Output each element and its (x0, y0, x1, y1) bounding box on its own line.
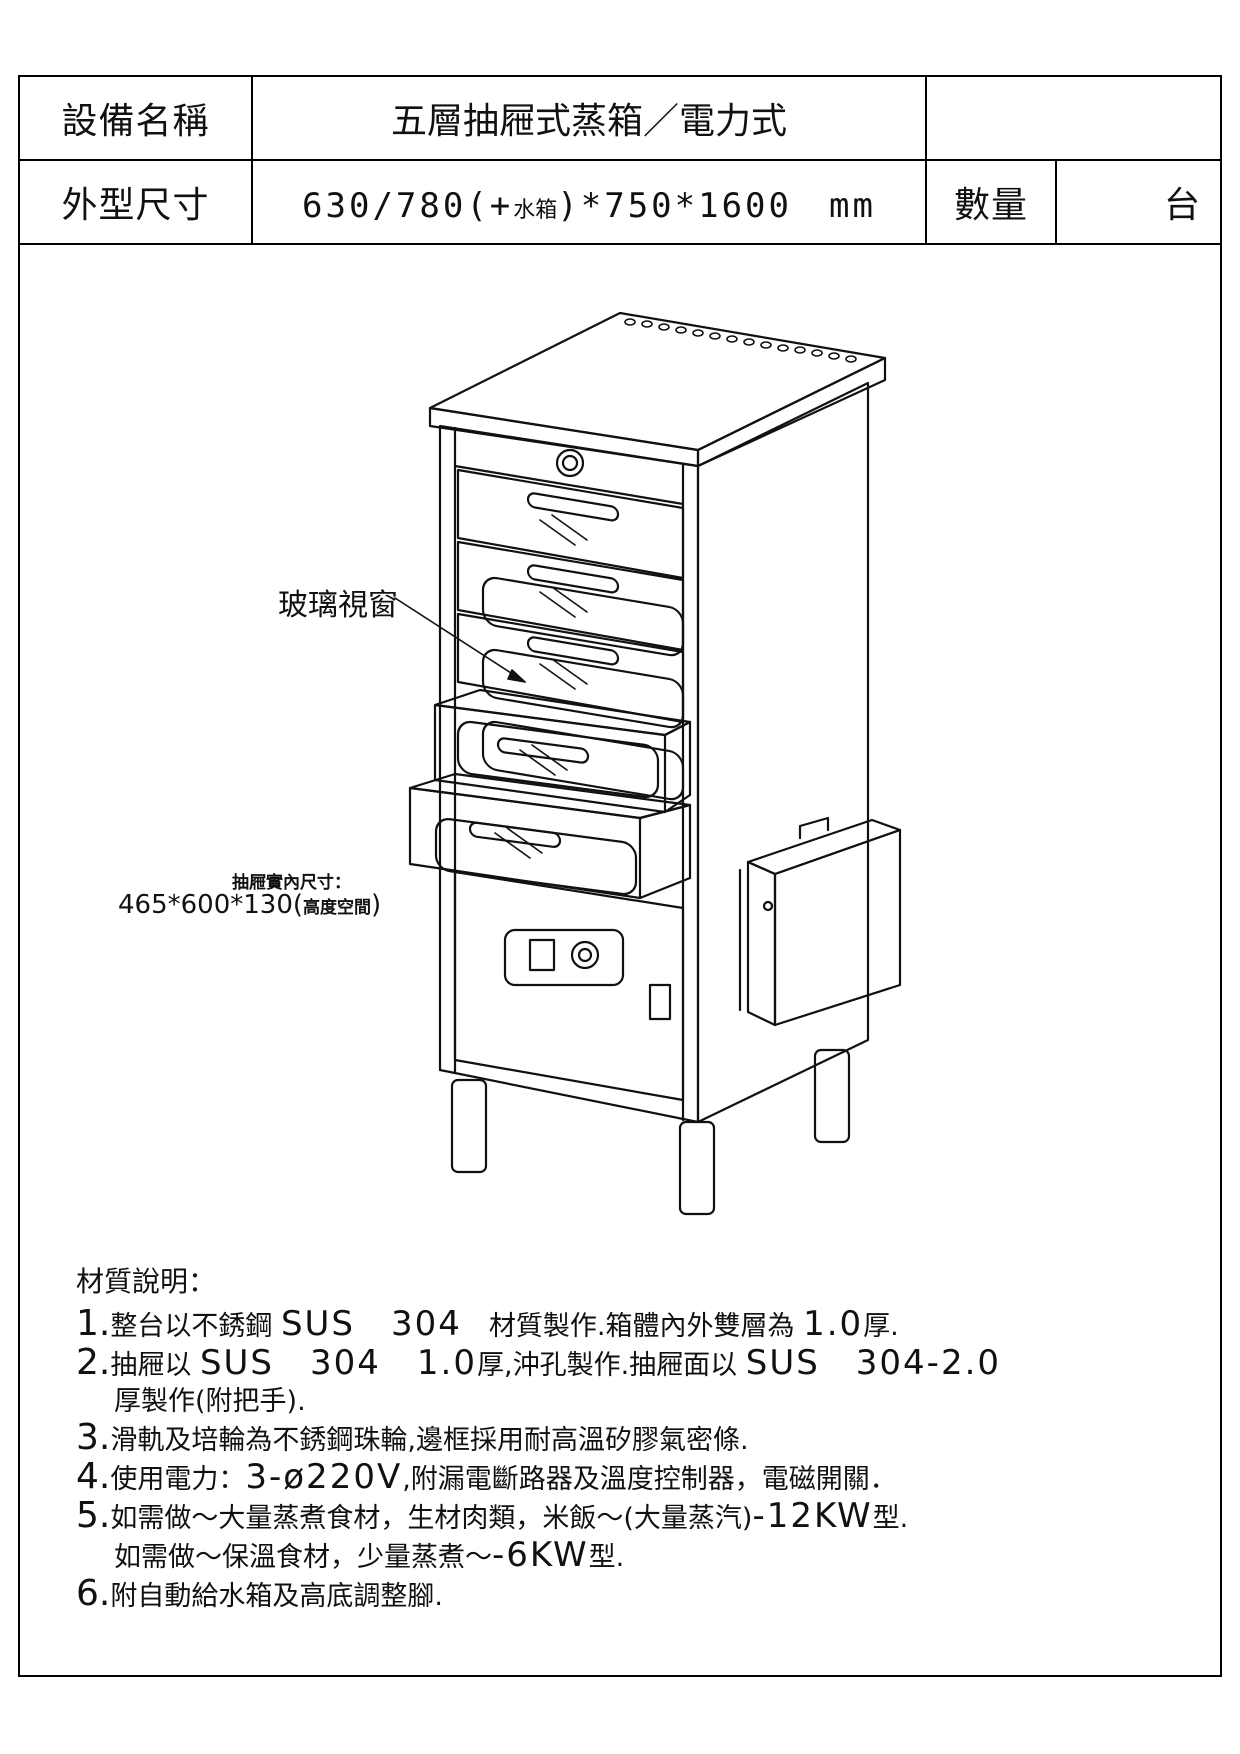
dimensions-water-tank: 水箱 (513, 197, 558, 223)
note-2-a: 抽屜以 (110, 1350, 200, 1381)
note-2-d: SUS 304-2.0 (745, 1343, 1002, 1383)
size-label-cell: 外型尺寸 (20, 161, 253, 243)
note-2-cont-a: 厚製作(附把手). (114, 1386, 306, 1417)
note-2-c: 厚,沖孔製作.抽屜面以 (476, 1350, 746, 1381)
dimensions-rest: )*750*1600 mm (557, 185, 876, 226)
note-5-num: 5. (76, 1495, 111, 1536)
cabinet-top (428, 311, 887, 468)
glass-hatch-marks (494, 514, 588, 859)
control-compartment (453, 870, 685, 1102)
drawer-3 (456, 612, 685, 801)
drawer-5-open (408, 772, 692, 900)
note-5-cont-a: 如需做～保溫食材，少量蒸煮～ (114, 1542, 492, 1573)
note-3: 3.滑軌及培輪為不銹鋼珠輪,邊框採用耐高溫矽膠氣密條. (76, 1420, 1196, 1459)
note-5: 5.如需做～大量蒸煮食材，生材肉類，米飯～(大量蒸汽)-12KW型. (76, 1498, 1196, 1537)
header-row-name: 設備名稱 五層抽屜式蒸箱／電力式 (20, 77, 1220, 161)
note-1-c: 材質製作.箱體內外雙層為 (461, 1311, 804, 1342)
note-6-a: 附自動給水箱及高底調整腳. (110, 1581, 443, 1612)
note-5-cont-c: 型. (588, 1542, 625, 1573)
size-value-cell: 630/780(+水箱)*750*1600 mm (253, 161, 927, 243)
note-1-d: 1.0 (803, 1304, 864, 1344)
note-6-num: 6. (76, 1573, 111, 1614)
note-2-b: SUS 304 1.0 (199, 1343, 477, 1383)
note-2-num: 2. (76, 1342, 111, 1383)
note-4: 4.使用電力：3-ø220V,附漏電斷路器及溫度控制器，電磁開關． (76, 1459, 1196, 1498)
note-5-b: -12KW (752, 1496, 873, 1536)
quantity-label: 數量 (953, 185, 1028, 226)
note-1-b: SUS 304 (280, 1304, 462, 1344)
callout-leaders (394, 597, 526, 683)
equipment-name-label: 設備名稱 (61, 101, 210, 142)
note-1: 1.整台以不銹鋼 SUS 304 材質製作.箱體內外雙層為 1.0厚. (76, 1306, 1196, 1345)
note-4-num: 4. (76, 1456, 111, 1497)
note-1-e: 厚. (863, 1311, 899, 1342)
note-4-b: 3-ø220V (245, 1457, 403, 1497)
note-6: 6.附自動給水箱及高底調整腳. (76, 1576, 1196, 1615)
drawer-dims-value: 465*600*130( (118, 890, 304, 920)
name-value-cell: 五層抽屜式蒸箱／電力式 (253, 77, 927, 159)
note-4-c: ,附漏電斷路器及溫度控制器，電磁開關． (402, 1464, 897, 1495)
note-2: 2.抽屜以 SUS 304 1.0厚,沖孔製作.抽屜面以 SUS 304-2.0 (76, 1345, 1196, 1384)
spec-sheet: 設備名稱 五層抽屜式蒸箱／電力式 外型尺寸 630/780(+水箱)*750*1… (18, 75, 1222, 1677)
dimensions-value: 630/780(+水箱)*750*1600 mm (302, 178, 876, 227)
drawer-inner-size-dims: 465*600*130(高度空間) (118, 890, 381, 920)
drawer-dims-height-space: 高度空間 (303, 898, 372, 918)
note-3-a: 滑軌及培輪為不銹鋼珠輪,邊框採用耐高溫矽膠氣密條. (110, 1425, 749, 1456)
thermometer-gauge (555, 448, 585, 478)
note-3-num: 3. (76, 1417, 111, 1458)
note-5-cont-b: -6KW (492, 1535, 589, 1575)
legs (450, 1048, 851, 1216)
note-5-c: 型. (872, 1503, 909, 1534)
header-row-size: 外型尺寸 630/780(+水箱)*750*1600 mm 數量 台 (20, 161, 1220, 245)
drawer-1 (456, 468, 685, 657)
note-2-cont: 厚製作(附把手). (76, 1384, 1196, 1420)
drawer-dims-close: ) (371, 890, 382, 920)
glass-window-callout: 玻璃視窗 (278, 588, 398, 623)
water-tank (738, 816, 902, 1027)
name-label-cell: 設備名稱 (20, 77, 253, 159)
dimensions-label: 外型尺寸 (61, 185, 210, 226)
note-5-cont: 如需做～保溫食材，少量蒸煮～-6KW型. (76, 1537, 1196, 1576)
drawer-inner-size-title: 抽屜實內尺寸： (232, 873, 351, 893)
steamer-drawing (394, 311, 902, 1216)
note-4-a: 使用電力： (110, 1464, 246, 1495)
qty-label-cell: 數量 (927, 161, 1057, 243)
quantity-unit: 台 (1163, 185, 1200, 226)
dimensions-main: 630/780(+ (302, 185, 514, 226)
note-5-a: 如需做～大量蒸煮食材，生材肉類，米飯～(大量蒸汽) (110, 1503, 753, 1534)
note-1-a: 整台以不銹鋼 (110, 1311, 281, 1342)
note-1-num: 1. (76, 1303, 111, 1344)
equipment-name-value: 五層抽屜式蒸箱／電力式 (390, 101, 787, 142)
qty-unit-cell: 台 (1057, 161, 1222, 243)
top-vent-holes (624, 318, 857, 363)
material-notes: 材質說明： 1.整台以不銹鋼 SUS 304 材質製作.箱體內外雙層為 1.0厚… (76, 1260, 1196, 1615)
notes-title: 材質說明： (76, 1265, 217, 1298)
